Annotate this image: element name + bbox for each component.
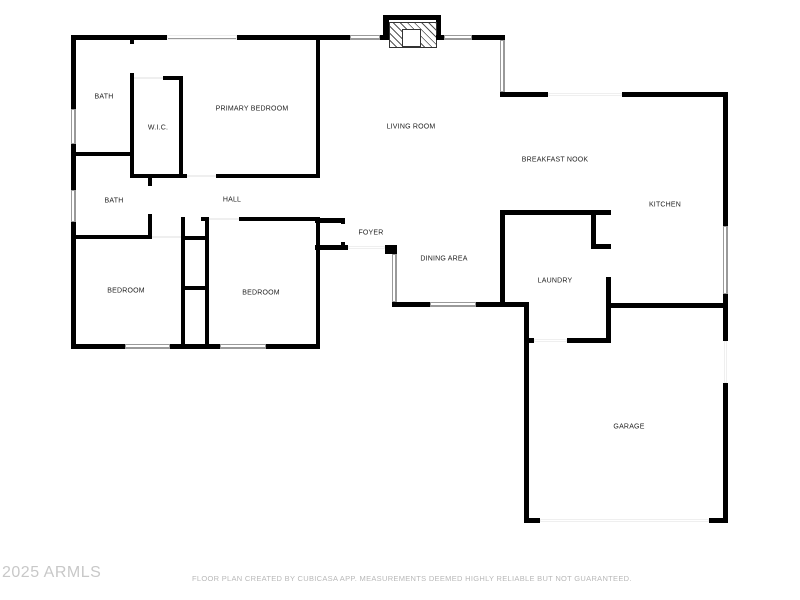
window (167, 35, 237, 40)
wall (170, 344, 220, 349)
wall (606, 244, 611, 249)
bedroom-door (152, 236, 181, 238)
wall (130, 174, 187, 178)
room-label-living-room: LIVING ROOM (386, 123, 436, 131)
wall (130, 40, 134, 44)
room-label-wic: W.I.C. (147, 124, 169, 132)
laundry-door (534, 339, 567, 342)
wall (567, 338, 611, 343)
wall (315, 245, 348, 250)
wall (591, 244, 610, 249)
room-label-garage: GARAGE (613, 423, 645, 431)
wall (341, 218, 345, 224)
room-label-breakfast-nook: BREAKFAST NOOK (521, 156, 589, 164)
copyright-watermark: 2025 ARMLS (2, 564, 102, 581)
window (444, 35, 472, 40)
wall (237, 35, 350, 40)
fireplace-icon (389, 22, 437, 48)
wall (266, 344, 320, 349)
disclaimer-text: FLOOR PLAN CREATED BY CUBICASA APP. MEAS… (192, 574, 632, 583)
wall (524, 303, 529, 523)
wall (316, 245, 320, 349)
wall (392, 302, 430, 307)
wall (709, 518, 728, 523)
wall (71, 144, 76, 190)
wall (181, 236, 208, 240)
wall (723, 383, 728, 523)
primary-door (187, 175, 216, 177)
room-label-bath-2: BATH (104, 197, 124, 205)
window (71, 190, 76, 222)
wall (205, 217, 209, 349)
wall (622, 92, 728, 97)
wall (163, 76, 182, 80)
room-label-foyer: FOYER (358, 229, 384, 237)
wall (436, 35, 444, 40)
wall (148, 178, 152, 186)
wall (71, 222, 76, 349)
room-label-bedroom-2: BEDROOM (242, 289, 280, 297)
window (430, 302, 476, 307)
wall (500, 210, 505, 307)
wall (201, 217, 209, 221)
wall (76, 152, 133, 156)
wall (316, 35, 320, 178)
wall (383, 15, 441, 20)
wall (315, 218, 345, 223)
room-label-primary-bedroom: PRIMARY BEDROOM (215, 105, 289, 113)
garage-door (540, 519, 709, 522)
room-label-bedroom-1: BEDROOM (107, 287, 145, 295)
front-door (348, 246, 385, 249)
window (220, 344, 266, 349)
wall (181, 217, 185, 349)
wall (181, 286, 208, 290)
room-label-bath: BATH (94, 93, 114, 101)
window (71, 109, 76, 144)
wall (239, 217, 320, 221)
window (392, 254, 397, 302)
wall (383, 15, 389, 40)
wall (148, 214, 152, 238)
wic-door (134, 77, 163, 79)
room-label-hall: HALL (222, 196, 242, 204)
wall (130, 73, 134, 178)
window (500, 40, 505, 92)
wall (472, 35, 505, 40)
wall (606, 277, 611, 343)
wall (216, 174, 320, 178)
window (350, 35, 380, 40)
wall (71, 35, 167, 40)
wall (71, 35, 76, 109)
wall (500, 210, 611, 215)
wall (76, 235, 152, 239)
window (723, 226, 728, 294)
wall (591, 210, 596, 248)
room-label-laundry: LAUNDRY (537, 277, 573, 285)
wall (476, 302, 529, 307)
window (125, 344, 170, 349)
room-label-kitchen: KITCHEN (648, 201, 682, 209)
opening (724, 341, 727, 383)
wall (524, 518, 540, 523)
wall (385, 245, 397, 254)
wall (71, 344, 125, 349)
bedroom-door (209, 218, 239, 220)
wall (179, 76, 183, 178)
wall (723, 92, 728, 226)
firebox (402, 29, 421, 47)
wall (500, 92, 548, 97)
wall (436, 15, 441, 40)
opening (548, 93, 622, 96)
wall (723, 294, 728, 341)
room-label-dining-area: DINING AREA (420, 255, 468, 263)
wall (524, 338, 534, 343)
wall (607, 303, 728, 308)
